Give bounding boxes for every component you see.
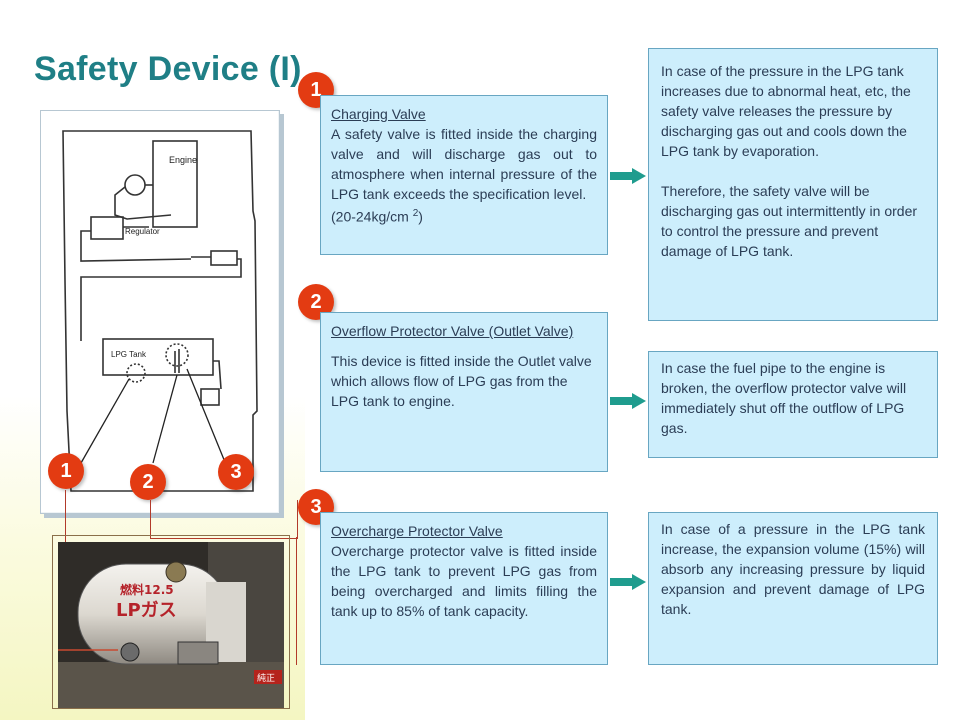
arrow-1-icon — [610, 168, 646, 184]
diagram-badge-2: 2 — [130, 464, 166, 500]
engine-block — [152, 140, 198, 228]
charging-valve-spec: (20-24kg/cm 2) — [331, 204, 597, 227]
spec-end: ) — [418, 208, 423, 225]
overflow-valve-box: Overflow Protector Valve (Outlet Valve) … — [320, 312, 608, 472]
tank-label: LPG Tank — [111, 350, 147, 359]
engine-label: Engine — [169, 155, 197, 165]
schematic-diagram: Engine Regulator LPG Tank — [40, 110, 280, 514]
overcharge-valve-box: Overcharge Protector Valve Overcharge pr… — [320, 512, 608, 665]
charging-valve-detail: In case of the pressure in the LPG tank … — [661, 63, 911, 159]
connector-line-2b — [296, 537, 297, 665]
overcharge-valve-body: Overcharge protector valve is fitted ins… — [331, 543, 597, 619]
regulator-block — [90, 216, 124, 240]
diagram-badge-1: 1 — [48, 453, 84, 489]
overflow-valve-heading: Overflow Protector Valve (Outlet Valve) — [331, 323, 574, 339]
valve-box — [200, 388, 220, 406]
charging-valve-heading: Charging Valve — [331, 106, 426, 122]
overflow-valve-detail-box: In case the fuel pipe to the engine is b… — [648, 351, 938, 458]
overflow-valve-body: This device is fitted inside the Outlet … — [331, 353, 592, 409]
mixer-circle — [124, 174, 146, 196]
charging-valve-body: A safety valve is fitted inside the char… — [331, 126, 597, 202]
connector-line-2 — [150, 500, 298, 539]
diagram-badge-3: 3 — [218, 454, 254, 490]
spec-sup: 2 — [412, 208, 419, 219]
charging-valve-detail-2: Therefore, the safety valve will be disc… — [661, 183, 918, 259]
chassis-outline — [62, 130, 258, 492]
lpg-tank-photo: 燃料12.5 LPガス 純正 — [58, 542, 284, 708]
photo-frame — [52, 535, 290, 709]
photo-corner-tag: 純正 — [257, 672, 275, 684]
regulator-label: Regulator — [125, 227, 160, 236]
overcharge-valve-detail-box: In case of a pressure in the LPG tank in… — [648, 512, 938, 665]
valve-knob — [165, 561, 187, 583]
charging-valve-box: Charging Valve A safety valve is fitted … — [320, 95, 608, 255]
tank-photo-drawing: 燃料12.5 LPガス 純正 — [58, 542, 284, 708]
charging-valve-detail-box: In case of the pressure in the LPG tank … — [648, 48, 938, 321]
tank-text-line1: 燃料12.5 — [120, 582, 174, 597]
overcharge-valve-detail: In case of a pressure in the LPG tank in… — [661, 521, 925, 617]
spec-text: (20-24kg/cm — [331, 208, 413, 225]
overcharge-valve-heading: Overcharge Protector Valve — [331, 523, 503, 539]
overflow-valve-detail: In case the fuel pipe to the engine is b… — [661, 360, 907, 436]
tank-block — [102, 338, 214, 376]
tank-text-line2: LPガス — [116, 600, 177, 621]
schematic-drawing: Engine Regulator LPG Tank — [62, 130, 258, 492]
arrow-3-icon — [610, 574, 646, 590]
page-title: Safety Device (I) — [34, 50, 302, 88]
hose-block — [210, 250, 238, 266]
arrow-2-icon — [610, 393, 646, 409]
